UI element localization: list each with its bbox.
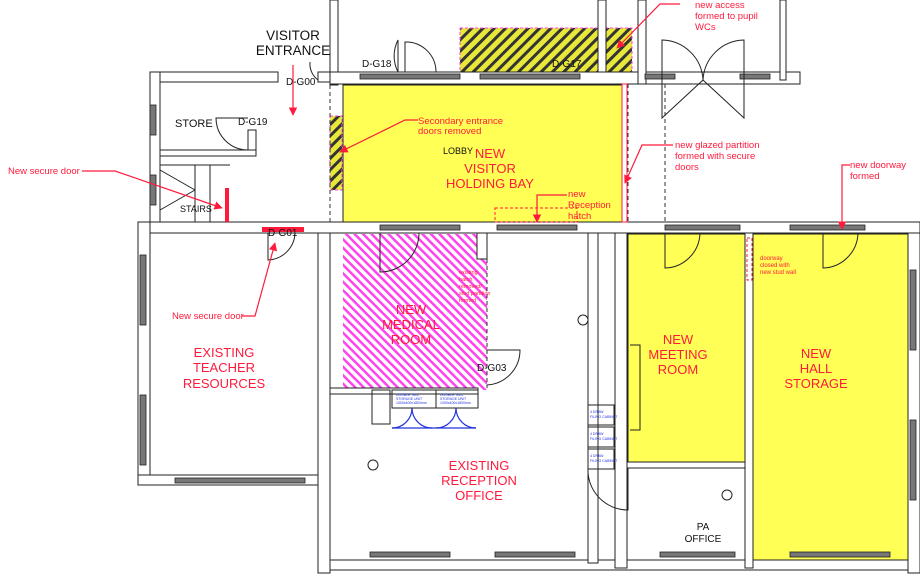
room-label: RESOURCES [183, 376, 266, 391]
note-text: formed [459, 298, 476, 304]
visitor-entrance-label: ENTRANCE [256, 43, 330, 58]
room-hall-storage: NEW HALL STORAGE [784, 346, 848, 391]
room-label: TEACHER [193, 360, 255, 375]
note-existing-hatch: existing hatch removed/ stud partition f… [459, 270, 491, 304]
door-label: D-G03 [477, 363, 507, 374]
filing-cabinet-label: FILING CABINET [590, 415, 618, 419]
door-label: D-G00 [286, 77, 316, 88]
note-text: Secondary entrance [418, 116, 503, 127]
note-text: formed with secure [675, 151, 755, 162]
room-teacher-resources: EXISTING TEACHER RESOURCES [183, 345, 266, 391]
note-new-access: new access formed to pupil WCs [695, 0, 758, 33]
room-medical: NEW MEDICAL ROOM [382, 302, 440, 347]
filing-cabinet-label: FILING CABINET [590, 437, 618, 441]
door-label: D-G01 [268, 228, 298, 239]
note-text: hatch [568, 211, 591, 222]
storage-unit-label: DOUBLE TALL [440, 393, 463, 397]
room-label: MEETING [648, 347, 707, 362]
note-text: new doorway [850, 160, 906, 171]
glazed-partition [621, 83, 628, 223]
hall-storage-area [752, 233, 911, 561]
storage-unit-label: STORAGE UNIT [396, 397, 423, 401]
door-label: D-G18 [362, 59, 392, 70]
room-label: MEDICAL [382, 317, 440, 332]
note-text: Reception [568, 200, 611, 211]
meeting-room-area [627, 233, 746, 465]
note-text: hatch [459, 277, 472, 283]
door-label: D-G17 [552, 59, 582, 70]
chair-icon [577, 314, 589, 326]
room-label: ROOM [391, 332, 431, 347]
annotation-arrows [82, 3, 850, 317]
secure-door-d-g01 [262, 227, 304, 232]
room-label: NEW [396, 302, 427, 317]
chair-icon [721, 489, 733, 501]
room-reception-office: EXISTING RECEPTION OFFICE [441, 458, 517, 503]
room-label: HALL [800, 361, 833, 376]
note-glazed-partition: new glazed partition formed with secure … [675, 140, 760, 173]
visitor-holding-bay-area [342, 84, 623, 225]
note-text: new [568, 189, 586, 200]
room-visitor-holding-bay: NEW VISITOR HOLDING BAY [446, 146, 534, 191]
filing-cabinet-label: 4 DRAW [590, 432, 604, 436]
room-label: EXISTING [449, 458, 510, 473]
visitor-entrance-label: VISITOR [266, 28, 320, 43]
room-label: STORAGE [784, 376, 848, 391]
store-label: STORE [175, 118, 213, 130]
note-text: formed [850, 171, 880, 182]
note-text: new stud wall [760, 270, 796, 276]
room-label: NEW [801, 346, 832, 361]
note-text: closed with [760, 263, 790, 269]
note-text: doorway [760, 256, 783, 262]
chair-icon [367, 459, 379, 471]
room-label: RECEPTION [441, 473, 517, 488]
room-label: ROOM [658, 362, 698, 377]
room-label: OFFICE [455, 488, 503, 503]
note-text: stud partition [459, 291, 491, 297]
room-label: EXISTING [194, 345, 255, 360]
door-swings [215, 39, 859, 511]
room-meeting: NEW MEETING ROOM [648, 332, 707, 377]
note-new-doorway: new doorway formed [850, 160, 906, 182]
note-text: new glazed partition [675, 140, 760, 151]
storage-unit-label: 1000x400x1800mm [440, 401, 471, 405]
note-new-secure-door: New secure door [8, 166, 80, 177]
closed-doorway [746, 237, 753, 281]
stairs-label: STAIRS [180, 204, 212, 214]
room-label: VISITOR [464, 161, 516, 176]
note-text: WCs [695, 22, 716, 33]
note-text: formed to pupil [695, 11, 758, 22]
filing-cabinet-label: 4 DRAW [590, 410, 604, 414]
room-label: NEW [475, 146, 506, 161]
door-label: D-G19 [238, 117, 268, 128]
lobby-label: LOBBY [443, 146, 473, 156]
note-new-secure-door: New secure door [172, 311, 244, 322]
note-doorway-closed: doorway closed with new stud wall [760, 256, 796, 276]
note-secondary-entrance: Secondary entrance doors removed [418, 116, 503, 137]
storage-unit-label: 1000x400x1800mm [396, 401, 427, 405]
note-text: removed/ [459, 284, 482, 290]
medical-room-area [343, 234, 487, 390]
secure-door-stairs [225, 188, 229, 222]
windows [139, 73, 917, 558]
storage-units: DOUBLE TALL STORAGE UNIT 1000x400x1800mm… [367, 314, 733, 501]
pa-office-label: OFFICE [685, 534, 722, 545]
storage-unit-label: DOUBLE TALL [396, 393, 419, 397]
storage-unit-label: STORAGE UNIT [440, 397, 467, 401]
room-label: HOLDING BAY [446, 176, 534, 191]
pa-office-label: PA [697, 522, 710, 533]
note-text: doors removed [418, 126, 481, 137]
filing-cabinet-label: FILING CABINET [590, 459, 618, 463]
filing-cabinet-label: 4 DRAW [590, 454, 604, 458]
secondary-entrance-hatch [329, 115, 343, 191]
note-text: doors [675, 162, 699, 173]
note-text: new access [695, 0, 745, 11]
room-label: NEW [663, 332, 694, 347]
note-reception-hatch: new Reception hatch [568, 189, 611, 222]
note-text: existing [459, 270, 478, 276]
